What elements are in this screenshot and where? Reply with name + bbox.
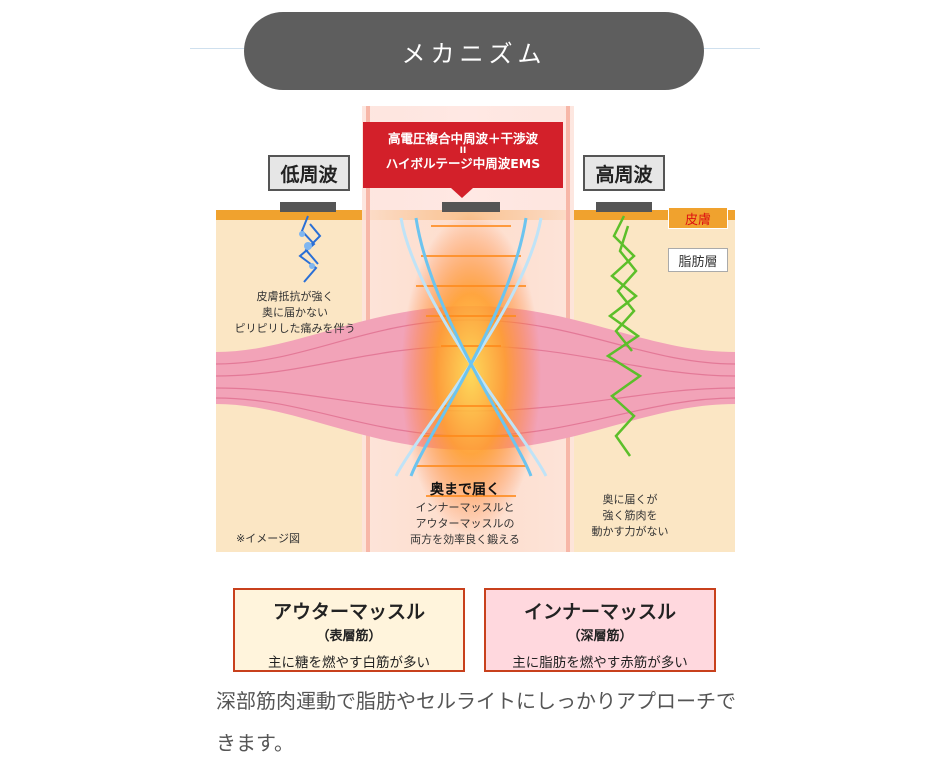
low-frequency-spark (298, 215, 322, 283)
electrode-center (442, 202, 500, 212)
title-line-right (702, 48, 760, 49)
electrode-high (596, 202, 652, 212)
center-technology-label: 高電圧複合中周波＋干渉波 II ハイボルテージ中周波EMS (363, 122, 563, 198)
high-frequency-caption: 奥に届くが 強く筋肉を 動かす力がない (591, 493, 669, 538)
outer-muscle-subtitle: （表層筋） (316, 629, 382, 644)
inner-muscle-box: インナーマッスル （深層筋） 主に脂肪を燃やす赤筋が多い (484, 588, 716, 672)
title-line-left (190, 48, 246, 49)
center-caption: 奥まで届く インナーマッスルと アウターマッスルの 両方を効率良く鍛える (410, 482, 520, 546)
high-frequency-label: 高周波 (583, 155, 665, 191)
skin-label: 皮膚 (668, 207, 728, 229)
low-frequency-caption: 皮膚抵抗が強く 奥に届かない ピリピリした痛みを伴う (234, 290, 356, 335)
inner-muscle-subtitle: （深層筋） (567, 629, 633, 644)
high-frequency-wave (605, 215, 643, 457)
outer-muscle-title: アウターマッスル (272, 601, 425, 623)
inner-muscle-desc: 主に脂肪を燃やす赤筋が多い (512, 655, 688, 671)
image-note: ※イメージ図 (236, 532, 300, 545)
body-paragraph: 深部筋肉運動で脂肪やセルライトにしっかりアプローチできます。 (216, 689, 736, 755)
inner-muscle-title: インナーマッスル (523, 601, 676, 623)
electrode-low (280, 202, 336, 212)
fat-layer-label: 脂肪層 (668, 248, 728, 272)
outer-muscle-desc: 主に糖を燃やす白筋が多い (268, 655, 430, 671)
low-frequency-label: 低周波 (268, 155, 350, 191)
section-title: メカニズム (244, 12, 704, 90)
outer-muscle-box: アウターマッスル （表層筋） 主に糖を燃やす白筋が多い (233, 588, 465, 672)
